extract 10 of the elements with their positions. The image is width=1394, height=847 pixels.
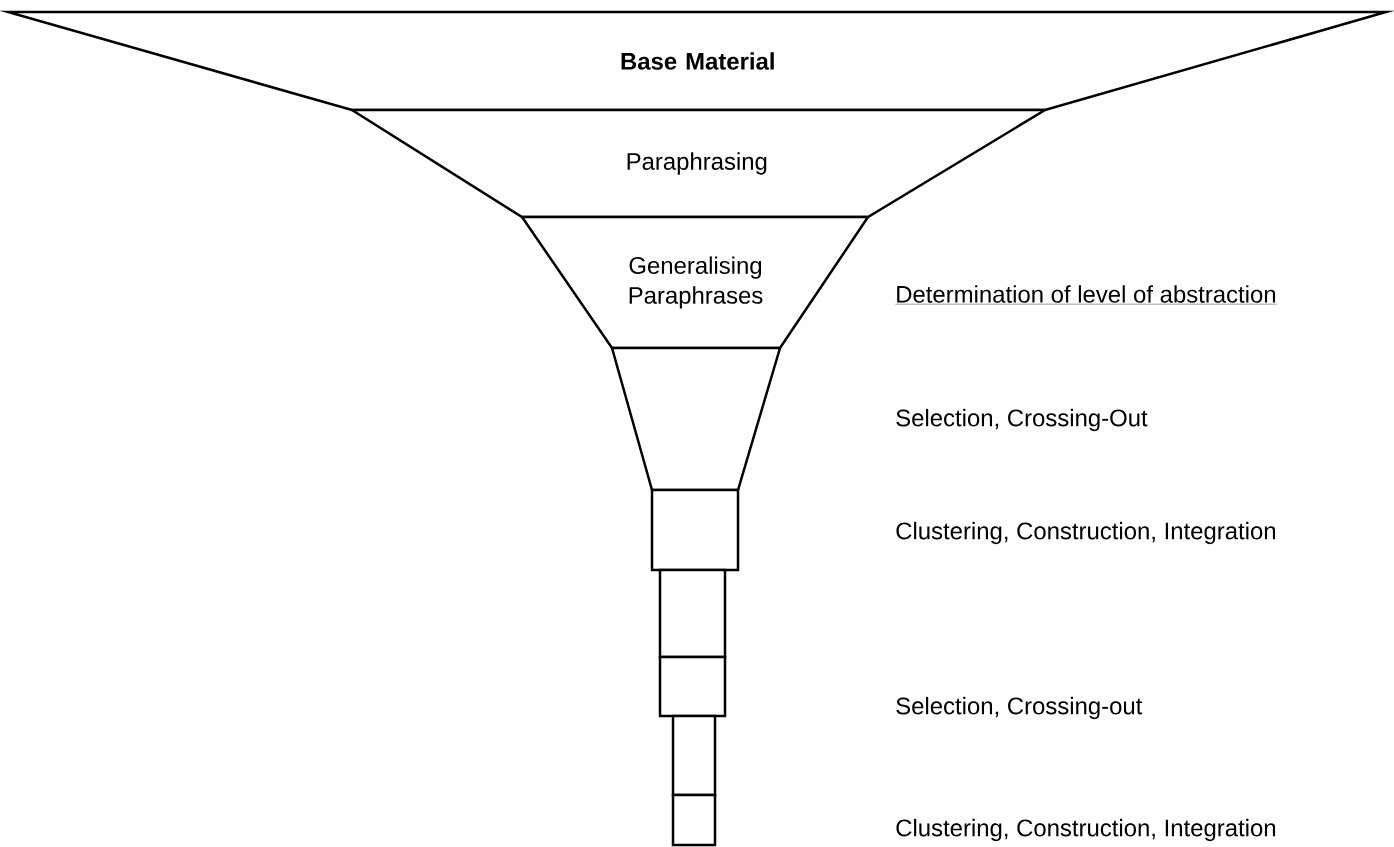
funnel-box: [671, 793, 717, 847]
step-label: Selection, Crossing-out: [896, 696, 1143, 720]
step-label: Clustering, Construction, Integration: [896, 818, 1276, 842]
funnel-box: [658, 568, 727, 659]
step-label: Selection, Crossing-Out: [896, 408, 1148, 432]
step-label: Clustering, Construction, Integration: [896, 521, 1276, 545]
funnel-box: [650, 488, 740, 572]
funnel-box: [671, 714, 717, 797]
step-label: Determination of level of abstraction: [895, 285, 1277, 305]
funnel-box: [658, 655, 727, 718]
